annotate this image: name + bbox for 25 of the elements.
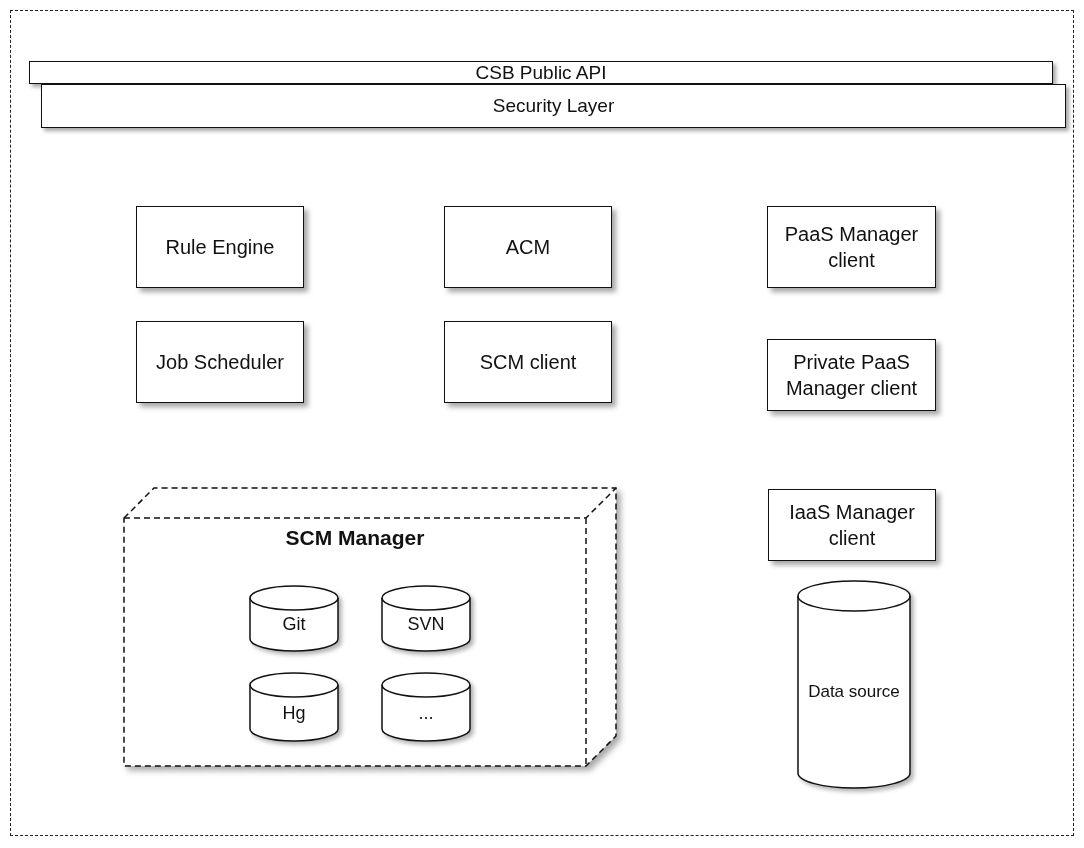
system-boundary <box>10 10 1074 836</box>
component-box <box>136 321 304 403</box>
component-box <box>444 206 612 288</box>
component-box <box>444 321 612 403</box>
component-box <box>767 206 936 288</box>
component-box <box>136 206 304 288</box>
node-label: Security Layer <box>492 95 615 117</box>
node-label: SVN <box>407 614 445 635</box>
node-label: Job Scheduler <box>156 350 284 375</box>
component-box <box>768 489 936 561</box>
node-label: PaaS Manager client <box>783 222 920 273</box>
node-label: Git <box>282 614 306 635</box>
node-label: ... <box>418 702 434 724</box>
node-label: Data source <box>808 682 900 702</box>
node-label: Hg <box>282 702 306 724</box>
node-label: SCM client <box>479 350 577 375</box>
node-label: SCM Manager <box>284 526 426 550</box>
layer-bar <box>29 61 1053 84</box>
node-label: CSB Public API <box>475 61 607 84</box>
node-label: Private PaaS Manager client <box>784 350 919 401</box>
component-box <box>767 339 936 411</box>
node-label: Rule Engine <box>165 235 275 260</box>
node-label: ACM <box>505 235 551 260</box>
layer-bar <box>41 84 1066 128</box>
node-label: IaaS Manager client <box>788 500 916 551</box>
